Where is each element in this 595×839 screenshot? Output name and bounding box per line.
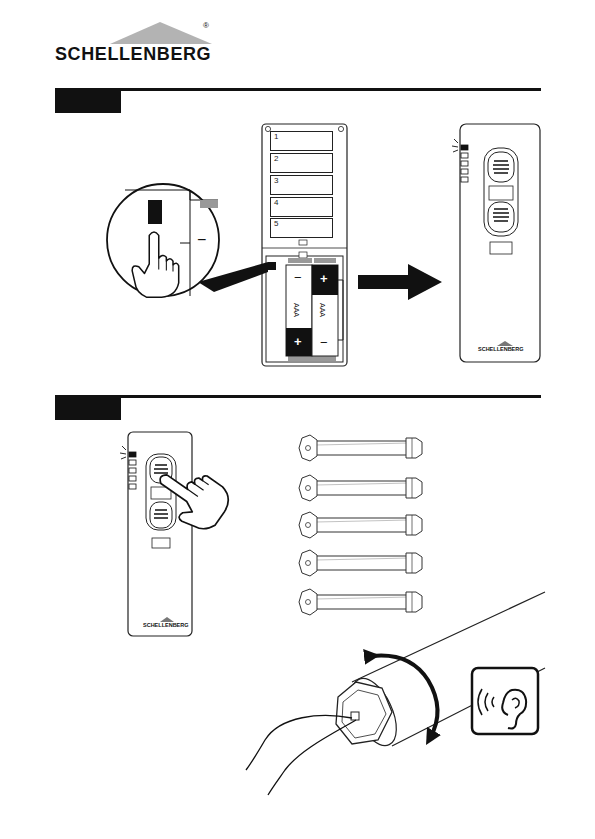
slot-number: 1 — [271, 132, 332, 143]
battery-type: AAA — [319, 303, 326, 317]
slot-number: 3 — [271, 176, 332, 187]
polarity-sign: − — [294, 271, 302, 284]
label-slot: 3 — [270, 175, 333, 195]
battery-type: AAA — [293, 303, 300, 317]
polarity-sign: + — [320, 272, 328, 285]
label-slot: 4 — [270, 197, 333, 217]
label-slot: 1 — [270, 131, 333, 151]
slot-number: 2 — [271, 154, 332, 165]
label-slot: 5 — [270, 218, 333, 238]
polarity-sign: − — [320, 336, 328, 349]
slot-number: 5 — [271, 219, 332, 230]
brand-mark: SCHELLENBERG — [143, 623, 189, 629]
brand-logo: SCHELLENBERG — [55, 45, 211, 63]
label-slot: 2 — [270, 153, 333, 173]
brand-mark: SCHELLENBERG — [478, 347, 524, 353]
registered-mark: ® — [203, 22, 209, 30]
polarity-sign: − — [197, 232, 206, 248]
slot-number: 4 — [271, 198, 332, 209]
polarity-sign: + — [294, 335, 302, 348]
